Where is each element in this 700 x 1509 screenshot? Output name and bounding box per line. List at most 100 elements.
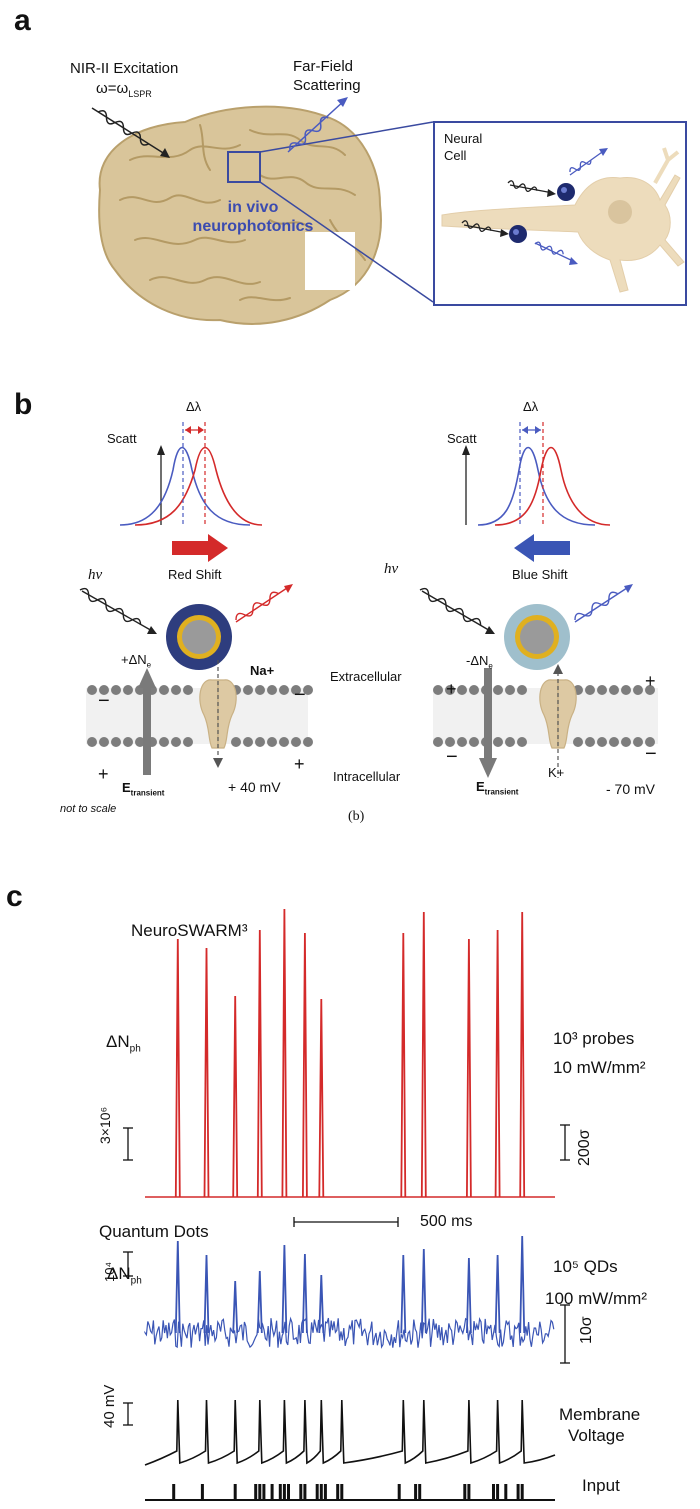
right-scatt-label: Scatt <box>447 431 477 446</box>
qd-ylabel: ΔNph <box>107 1264 142 1287</box>
neuroswarm-spike <box>318 998 325 1198</box>
input-tick <box>516 1484 520 1500</box>
input-tick <box>303 1484 307 1500</box>
input-tick <box>287 1484 290 1500</box>
left-nanoparticle <box>79 584 293 670</box>
input-tick <box>200 1484 204 1500</box>
qd-power: 100 mW/mm² <box>545 1289 647 1308</box>
right-sign-top-right: + <box>645 671 656 691</box>
qd-noise-band <box>144 1316 555 1349</box>
qd-count: 10⁵ QDs <box>553 1257 618 1276</box>
input-tick <box>340 1484 344 1500</box>
scale-bars <box>123 1124 570 1426</box>
input-ticks <box>172 1484 524 1500</box>
membrane-label-2: Voltage <box>568 1426 625 1445</box>
input-tick <box>418 1484 422 1500</box>
left-sign-bottom-right: + <box>294 754 305 774</box>
panel-a-graphic <box>91 97 434 325</box>
input-tick <box>336 1484 340 1500</box>
brain-label: in vivo neurophotonics <box>192 199 314 235</box>
qd-spike <box>494 1254 501 1334</box>
right-sign-bottom-right: − <box>645 743 657 765</box>
left-field-label: Etransient <box>122 780 165 798</box>
panel-b-letter: b <box>14 388 33 421</box>
neuroswarm-ylabel: ΔNph <box>106 1032 141 1055</box>
input-tick <box>520 1484 524 1500</box>
left-sign-top-left: − <box>98 690 110 712</box>
neuroswarm-spike <box>420 911 427 1198</box>
input-tick <box>319 1484 323 1500</box>
cell-label-1: Neural <box>444 131 483 146</box>
neuroswarm-spike <box>256 929 263 1198</box>
neuroswarm-spike <box>203 947 210 1198</box>
input-tick <box>496 1484 500 1500</box>
blue-shift-label: Blue Shift <box>512 567 568 582</box>
neuroswarm-sigma: 200σ <box>576 1129 593 1166</box>
input-tick <box>492 1484 495 1500</box>
panel-b-caption: (b) <box>348 809 365 824</box>
voltage-scalebar-label: 40 mV <box>101 1384 118 1428</box>
input-tick <box>258 1484 262 1500</box>
input-tick <box>299 1484 303 1500</box>
input-tick <box>278 1484 282 1500</box>
neuroswarm-spike <box>466 938 472 1198</box>
input-tick <box>414 1484 418 1500</box>
input-tick <box>463 1484 467 1500</box>
excitation-title: NIR-II Excitation <box>70 60 179 77</box>
input-tick <box>315 1484 319 1500</box>
left-sign-top-right: − <box>294 684 306 706</box>
qd-spike <box>400 1254 407 1334</box>
neuroswarm-power: 10 mW/mm² <box>553 1058 646 1077</box>
qd-spike <box>281 1244 288 1334</box>
input-tick <box>270 1484 274 1500</box>
right-sign-top-left: + <box>446 679 457 699</box>
excitation-equation: ω=ωLSPR <box>96 80 152 99</box>
qd-sigma: 10σ <box>578 1316 595 1344</box>
qd-spikes <box>174 1235 526 1334</box>
zoom-square <box>227 151 261 183</box>
qd-spike <box>256 1270 263 1334</box>
time-scalebar-label: 500 ms <box>420 1213 473 1230</box>
right-nanoparticle <box>419 584 633 670</box>
qd-spike <box>519 1235 526 1334</box>
right-delta-lambda: Δλ <box>523 399 539 414</box>
neuroswarm-spikes <box>174 908 526 1198</box>
intracellular-label: Intracellular <box>333 769 401 784</box>
nucleus <box>608 200 632 224</box>
neuroswarm-spike <box>302 932 308 1198</box>
right-sign-bottom-left: − <box>446 746 458 768</box>
qd-spike <box>318 1274 325 1334</box>
left-voltage: + 40 mV <box>228 779 281 795</box>
right-spectra <box>462 422 611 562</box>
neuroswarm-spike <box>494 929 501 1198</box>
left-membrane <box>86 660 313 775</box>
neuroswarm-title: NeuroSWARM³ <box>131 921 248 940</box>
qd-title: Quantum Dots <box>99 1222 209 1241</box>
left-sign-bottom-left: + <box>98 764 109 784</box>
k-ion-label: K+ <box>548 765 565 780</box>
right-voltage: - 70 mV <box>606 781 656 797</box>
membrane-voltage-trace <box>144 1399 556 1466</box>
qd-scalebar-label: 10⁴ <box>102 1261 117 1282</box>
right-field-label: Etransient <box>476 779 519 797</box>
right-membrane <box>433 664 658 778</box>
input-tick <box>323 1484 327 1500</box>
input-tick <box>262 1484 266 1500</box>
extracellular-label: Extracellular <box>330 669 402 684</box>
input-label: Input <box>582 1476 620 1495</box>
qd-spike <box>466 1257 472 1334</box>
input-tick <box>504 1484 508 1500</box>
red-shift-label: Red Shift <box>168 567 222 582</box>
left-delta-ne: +ΔNe <box>121 652 152 670</box>
qd-spike <box>232 1280 239 1334</box>
qd-spike <box>203 1254 210 1334</box>
input-tick <box>254 1484 258 1500</box>
cell-label-2: Cell <box>444 148 467 163</box>
neuroswarm-spike <box>400 932 407 1198</box>
neuroswarm-spike <box>232 995 239 1198</box>
na-ion-label: Na+ <box>250 663 275 678</box>
panel-c-letter: c <box>6 880 23 913</box>
neuroswarm-scalebar-label: 3×10⁶ <box>97 1106 113 1144</box>
right-delta-ne: -ΔNe <box>466 653 493 671</box>
